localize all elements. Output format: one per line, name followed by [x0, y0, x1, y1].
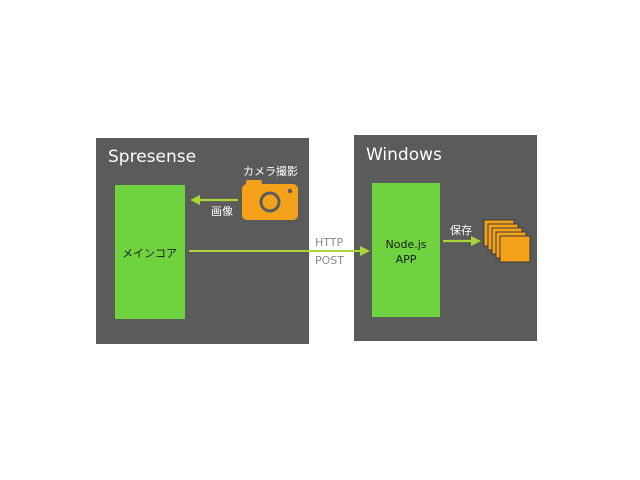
main-core-label: メインコア: [122, 247, 177, 260]
spresense-title: Spresense: [108, 147, 197, 167]
node-app-box: [372, 183, 440, 317]
save-label: 保存: [450, 224, 472, 237]
post-label: POST: [315, 254, 344, 267]
node-app-label-line2: APP: [395, 253, 417, 266]
node-app-label-line1: Node.js: [385, 238, 427, 251]
camera-capture-label: カメラ撮影: [243, 165, 298, 178]
main-core-box: [115, 185, 185, 319]
http-label: HTTP: [315, 236, 344, 249]
windows-title: Windows: [366, 145, 442, 165]
image-label: 画像: [211, 205, 233, 218]
